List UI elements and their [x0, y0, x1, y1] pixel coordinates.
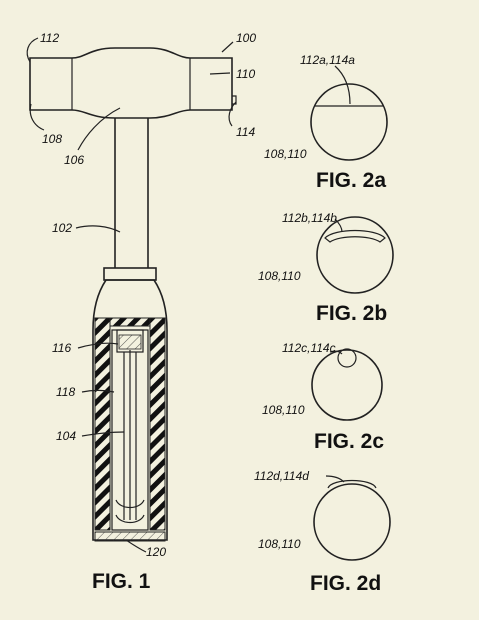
label-110: 110 [236, 67, 255, 81]
fig-2d-caption: FIG. 2d [310, 572, 381, 595]
label-2d-108-110: 108,110 [258, 537, 301, 551]
fig-2b-caption: FIG. 2b [316, 302, 387, 325]
label-2a-108-110: 108,110 [264, 147, 307, 161]
label-112c-114c: 112c,114c [282, 341, 336, 355]
label-118: 118 [56, 385, 75, 399]
fig1-leaders [26, 37, 237, 553]
fig-2d: 112d,114d 108,110 FIG. 2d [254, 469, 391, 595]
label-112: 112 [40, 31, 59, 45]
label-108: 108 [42, 132, 62, 146]
label-104: 104 [56, 429, 76, 443]
label-102: 102 [52, 221, 72, 235]
hammer-shaft [103, 118, 157, 281]
label-112d-114d: 112d,114d [254, 469, 309, 483]
label-106: 106 [64, 153, 84, 167]
label-2c-108-110: 108,110 [262, 403, 305, 417]
fig-1-caption: FIG. 1 [92, 570, 151, 593]
fig-2c-caption: FIG. 2c [314, 430, 384, 453]
label-112b-114b: 112b,114b [282, 211, 337, 225]
label-112a-114a: 112a,114a [300, 53, 355, 67]
label-114: 114 [236, 125, 255, 139]
fig-2b: 112b,114b 108,110 FIG. 2b [258, 211, 394, 325]
label-2b-108-110: 108,110 [258, 269, 301, 283]
fig-2c: 112c,114c 108,110 FIG. 2c [262, 341, 384, 453]
hammer-grip [92, 279, 168, 542]
fig-2a-caption: FIG. 2a [316, 169, 386, 192]
fig-2a: 112a,114a 108,110 FIG. 2a [264, 53, 388, 192]
hammer-head [29, 47, 237, 119]
label-116: 116 [52, 341, 71, 355]
label-100: 100 [236, 31, 256, 45]
label-120: 120 [146, 545, 166, 559]
